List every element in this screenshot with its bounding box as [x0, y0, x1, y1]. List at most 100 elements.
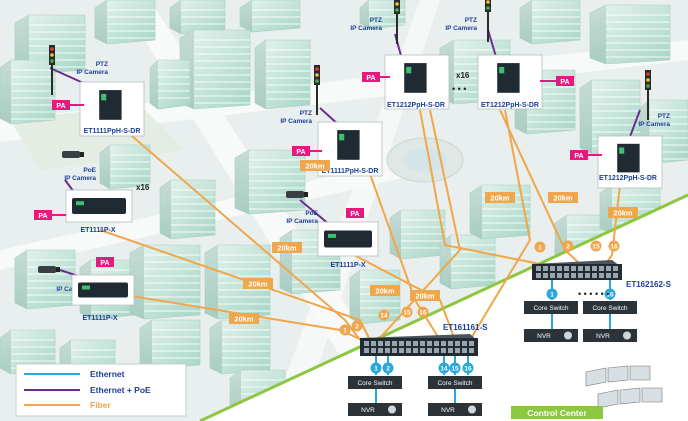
port-number-badge: 1: [546, 288, 558, 300]
dots-ellipsis: • • •: [452, 84, 466, 94]
port-number-badge: 16: [604, 288, 616, 300]
device-label: ET1111PpH-S-DR: [84, 128, 141, 135]
switch-port: [434, 341, 439, 346]
camera-count: x16: [456, 71, 470, 80]
fiber-port-badge: 16: [608, 240, 620, 252]
switch-port: [613, 273, 618, 278]
switch-port: [378, 341, 383, 346]
device-label: ET1111P-X: [80, 227, 115, 234]
switch-port: [406, 341, 411, 346]
switch-port: [557, 273, 562, 278]
switch-port: [550, 266, 555, 271]
switch-port: [578, 266, 583, 271]
device-unit-icon: [78, 282, 128, 298]
switch-port: [399, 348, 404, 353]
fiber-port-badge: 1: [339, 324, 351, 336]
switch-port: [599, 266, 604, 271]
svg-text:16: 16: [419, 310, 427, 317]
svg-text:PoE: PoE: [83, 167, 96, 174]
switch-port: [592, 266, 597, 271]
device-label: ET1212PpH-S-DR: [599, 175, 657, 182]
switch-port: [406, 348, 411, 353]
fiber-port-badge: 2: [562, 240, 574, 252]
svg-text:PA: PA: [350, 211, 359, 218]
svg-text:NVR: NVR: [441, 407, 455, 414]
svg-text:PTZ: PTZ: [465, 17, 477, 24]
ports-ellipsis: • • • • • •: [578, 289, 609, 299]
nvr-unit: NVR: [348, 403, 402, 416]
fiber-distance-tag: 20km: [229, 313, 259, 324]
switch-port: [385, 341, 390, 346]
switch-port: [462, 341, 467, 346]
port-number-badge: 1: [370, 362, 382, 374]
pa-speaker-tag: PA: [52, 100, 70, 110]
ptz-camera-icon: [314, 65, 320, 115]
fiber-distance-tag: 20km: [485, 192, 515, 203]
svg-text:15: 15: [403, 310, 411, 317]
fiber-link: [99, 229, 371, 341]
fiber-switch-2: ET162162-S: [532, 260, 672, 289]
fiber-port-badge: 16: [417, 306, 429, 318]
pa-speaker-tag: PA: [34, 210, 52, 220]
svg-text:14: 14: [440, 366, 448, 373]
switch-port: [578, 273, 583, 278]
svg-text:NVR: NVR: [361, 407, 375, 414]
svg-text:20km: 20km: [415, 292, 435, 301]
switch-port: [399, 341, 404, 346]
switch-port: [441, 341, 446, 346]
svg-text:20km: 20km: [305, 162, 325, 171]
fiber-port-badge: 15: [401, 306, 413, 318]
switch-port: [448, 348, 453, 353]
switch-port: [462, 348, 467, 353]
switch-port: [364, 348, 369, 353]
switch-port: [413, 348, 418, 353]
svg-text:1: 1: [550, 292, 554, 299]
media-converter-d3: ET1212PpH-S-DR: [477, 54, 543, 110]
svg-text:IP Camera: IP Camera: [64, 175, 96, 182]
legend-ethernet-label: Ethernet: [90, 369, 125, 379]
svg-text:NVR: NVR: [537, 333, 551, 340]
svg-text:20km: 20km: [490, 194, 510, 203]
svg-text:2: 2: [355, 324, 359, 331]
svg-text:2: 2: [566, 244, 570, 251]
switch-chassis: [360, 338, 478, 356]
switch-port: [536, 266, 541, 271]
svg-text:PA: PA: [100, 260, 109, 267]
switch-port: [606, 273, 611, 278]
switch-port: [392, 348, 397, 353]
poe-camera-icon: [286, 191, 308, 198]
media-converter-d6: ET1111P-X: [65, 189, 133, 234]
svg-text:1: 1: [374, 366, 378, 373]
pa-speaker-tag: PA: [362, 72, 380, 82]
svg-text:20km: 20km: [248, 280, 268, 289]
switch-port: [427, 348, 432, 353]
svg-text:15: 15: [451, 366, 459, 373]
pa-speaker-tag: PA: [570, 150, 588, 160]
switch-port: [455, 348, 460, 353]
fiber-port-badge: 14: [378, 309, 390, 321]
switch-port: [592, 273, 597, 278]
svg-text:16: 16: [606, 292, 614, 299]
device-label: ET1212PpH-S-DR: [387, 102, 445, 109]
ptz-camera-icon: [485, 0, 491, 42]
svg-text:IP Camera: IP Camera: [445, 25, 477, 32]
core-switch: Core Switch: [428, 376, 482, 389]
switch-2-label: ET162162-S: [626, 280, 672, 289]
svg-text:PTZ: PTZ: [300, 110, 312, 117]
switch-port: [371, 348, 376, 353]
svg-text:15: 15: [592, 244, 600, 251]
device-label: ET1111P-X: [82, 315, 117, 322]
core-switch: Core Switch: [524, 301, 578, 314]
svg-text:1: 1: [343, 328, 347, 335]
switch-port: [585, 273, 590, 278]
port-number-badge: 15: [449, 362, 461, 374]
switch-port: [550, 273, 555, 278]
nvr-unit: NVR: [428, 403, 482, 416]
svg-text:Core Switch: Core Switch: [357, 380, 392, 387]
media-converter-d8: ET1111P-X: [71, 274, 135, 322]
poe-link: [299, 199, 331, 226]
